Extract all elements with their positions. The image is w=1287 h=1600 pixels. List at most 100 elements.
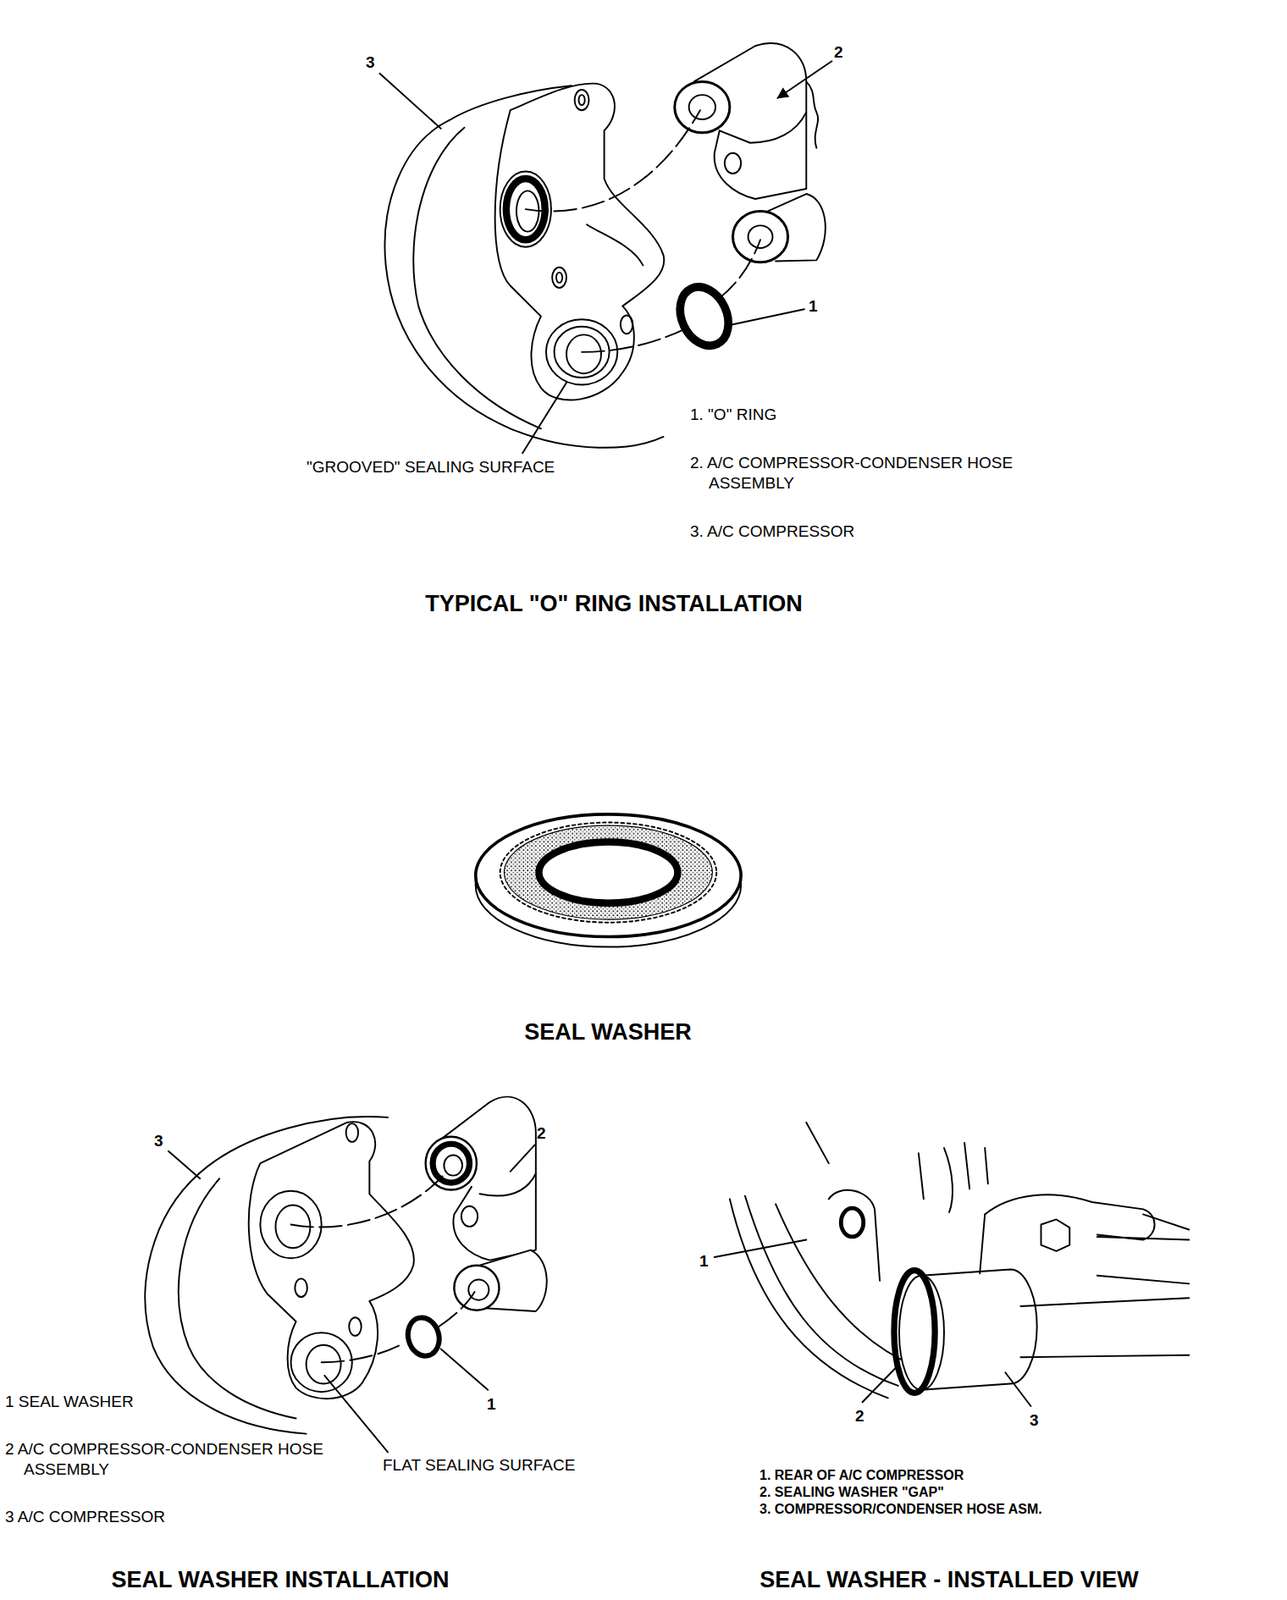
compressor-drawing xyxy=(586,224,643,266)
callout-number: 2 xyxy=(855,1406,865,1427)
hose-assembly-drawing xyxy=(732,211,788,263)
compressor-drawing xyxy=(918,1153,924,1199)
figure-caption: SEAL WASHER - INSTALLED VIEW xyxy=(759,1566,1139,1596)
seal-washer-drawing xyxy=(503,825,713,920)
leader-line xyxy=(778,60,833,98)
part-label: "GROOVED" SEALING SURFACE xyxy=(306,457,555,478)
hose-assembly-drawing xyxy=(1041,1219,1071,1251)
hose-assembly-drawing xyxy=(461,1206,478,1227)
hose-assembly-drawing xyxy=(453,1265,499,1311)
callout-number: 2 xyxy=(834,42,844,63)
seal-washer xyxy=(894,1270,935,1394)
callout-number: 3 xyxy=(154,1131,164,1152)
compressor-drawing xyxy=(984,1148,989,1184)
hose-assembly-drawing xyxy=(689,94,716,120)
leader-line xyxy=(441,1349,488,1391)
legend-text: 1. "O" RING xyxy=(690,404,777,426)
leader-line xyxy=(379,60,832,453)
legend-text: 3. COMPRESSOR/CONDENSER HOSE ASM. xyxy=(759,1501,1043,1519)
leader-line xyxy=(168,1144,536,1453)
legend-text: 2 A/C COMPRESSOR-CONDENSER HOSE ASSEMBLY xyxy=(5,1439,337,1481)
seal-washer xyxy=(894,1270,935,1394)
hose-assembly-drawing xyxy=(452,1173,536,1260)
compressor-drawing xyxy=(578,94,585,105)
assembly-path xyxy=(291,1173,476,1363)
leader-line xyxy=(168,1151,200,1180)
hose-assembly-drawing xyxy=(714,112,807,199)
hose-assembly-drawing xyxy=(674,81,730,133)
compressor-drawing xyxy=(574,89,590,111)
leader-line xyxy=(1005,1372,1031,1407)
compressor-drawing xyxy=(566,334,602,374)
compressor-drawing xyxy=(144,1116,414,1435)
compressor-drawing xyxy=(294,1278,307,1298)
compressor-drawing xyxy=(248,1121,415,1399)
hose-assembly-drawing xyxy=(432,1143,470,1183)
callout-number: 2 xyxy=(536,1123,547,1144)
legend-text: 3 A/C COMPRESSOR xyxy=(5,1507,166,1528)
compressor-drawing xyxy=(964,1143,970,1189)
figure-caption: SEAL WASHER INSTALLATION xyxy=(110,1566,449,1596)
leader-line xyxy=(324,1375,388,1453)
compressor-drawing xyxy=(495,83,665,401)
leader-line xyxy=(732,309,804,325)
leader-line xyxy=(714,1240,807,1258)
compressor-drawing xyxy=(348,1317,361,1337)
hose-assembly-drawing xyxy=(748,225,774,249)
seal-washer xyxy=(403,1314,444,1360)
legend-text: 1 SEAL WASHER xyxy=(5,1391,134,1413)
legend-text: 2. SEALING WASHER "GAP" xyxy=(759,1484,945,1502)
assembly-path xyxy=(321,1342,405,1363)
compressor-drawing xyxy=(840,1208,864,1238)
hose-assembly-drawing xyxy=(1097,1275,1189,1285)
hose-assembly-drawing xyxy=(806,81,818,148)
assembly-path xyxy=(291,1173,446,1227)
legend-text: 2. A/C COMPRESSOR-CONDENSER HOSE ASSEMBL… xyxy=(690,452,1022,494)
legend-text: 3. A/C COMPRESSOR xyxy=(690,521,855,542)
seal-washer xyxy=(403,1314,444,1360)
hose-assembly-drawing xyxy=(425,1097,547,1312)
hose-assembly-drawing xyxy=(674,43,826,263)
compressor-drawing xyxy=(552,267,567,288)
hose-assembly-drawing xyxy=(979,1214,985,1274)
hose-assembly-drawing xyxy=(1020,1355,1189,1358)
assembly-path xyxy=(525,110,701,211)
assembly-path xyxy=(581,328,686,353)
part-label: FLAT SEALING SURFACE xyxy=(382,1455,575,1476)
callout-number: 1 xyxy=(486,1394,497,1415)
assembly-path xyxy=(719,239,761,299)
compressor-drawing xyxy=(944,1148,953,1213)
hose-assembly-drawing xyxy=(899,1194,1189,1390)
callout-number: 1 xyxy=(808,296,818,317)
seal-washer-drawing xyxy=(475,814,741,948)
legend-text: 1. REAR OF A/C COMPRESSOR xyxy=(759,1467,964,1485)
seal-washer-drawing xyxy=(500,823,718,923)
callout-number: 3 xyxy=(1029,1410,1039,1431)
leader-line xyxy=(379,73,441,129)
compressor-drawing xyxy=(729,1198,889,1398)
callout-number: 1 xyxy=(699,1251,709,1272)
compressor-drawing xyxy=(828,1190,880,1282)
figure-caption: SEAL WASHER xyxy=(524,1018,692,1048)
callout-number: 3 xyxy=(365,52,376,73)
assembly-path xyxy=(438,1292,475,1327)
leader-line xyxy=(510,1144,536,1172)
leader-line xyxy=(714,1240,1032,1407)
hose-assembly-drawing xyxy=(1143,1214,1189,1230)
seal-washer-drawing xyxy=(475,814,741,938)
hose-assembly-drawing xyxy=(1097,1237,1189,1241)
compressor-drawing xyxy=(346,1123,359,1143)
seal-washer-drawing xyxy=(538,841,678,903)
compressor-drawing xyxy=(306,1345,342,1385)
leader-line xyxy=(862,1367,897,1403)
hose-assembly-drawing xyxy=(1020,1298,1189,1307)
compressor-drawing xyxy=(620,314,633,334)
compressor-drawing xyxy=(385,83,665,448)
figure-caption: TYPICAL "O" RING INSTALLATION xyxy=(425,590,803,619)
hose-assembly-drawing xyxy=(724,153,741,174)
compressor-drawing xyxy=(806,1122,829,1164)
compressor-drawing xyxy=(556,272,563,283)
leader-line xyxy=(522,382,567,453)
